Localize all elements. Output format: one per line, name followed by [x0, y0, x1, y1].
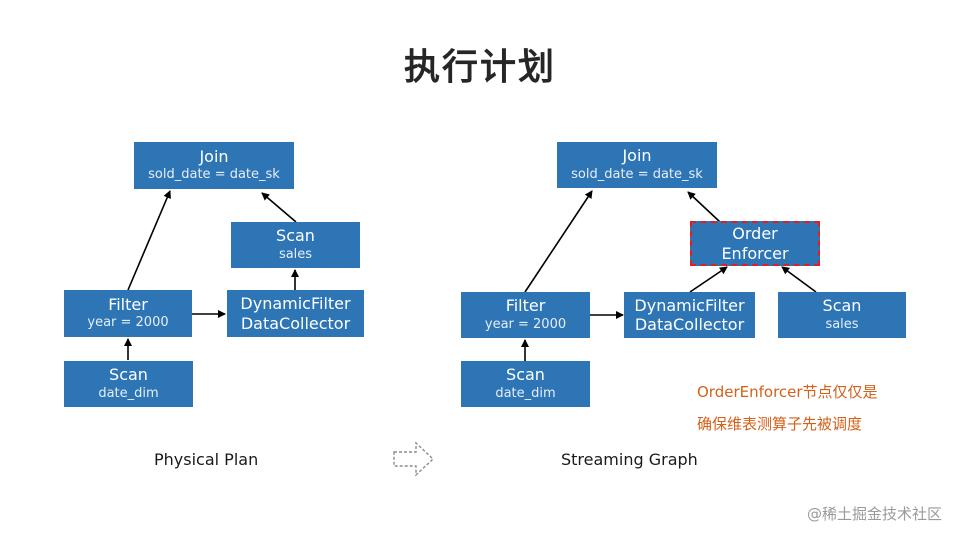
node-scan-sales: Scan sales — [231, 222, 360, 268]
edge-s-filter-to-join — [524, 190, 593, 293]
node-scan-date-dim: Scan date_dim — [64, 361, 193, 407]
node-s-scan-date-table: date_dim — [495, 385, 556, 401]
node-s-join-label: Join — [622, 146, 652, 166]
node-join-label: Join — [199, 146, 229, 166]
node-s-filter-label: Filter — [505, 296, 546, 316]
node-s-scan-sales: Scan sales — [778, 292, 906, 338]
caption-physical-plan: Physical Plan — [154, 450, 259, 469]
node-s-filter-condition: year = 2000 — [484, 316, 567, 332]
node-filter: Filter year = 2000 — [64, 290, 192, 337]
node-scan-date-table: date_dim — [98, 385, 159, 401]
node-s-scan-sales-label: Scan — [822, 296, 862, 316]
edge-s-dfc-to-order — [689, 266, 728, 293]
note-line-2: 确保维表测算子先被调度 — [697, 415, 863, 433]
node-s-join: Join sold_date = date_sk — [557, 142, 717, 188]
node-dfc-line1: DynamicFilter — [240, 294, 351, 314]
edge-scan-sales-to-join — [261, 192, 297, 223]
node-filter-condition: year = 2000 — [87, 315, 169, 331]
node-join-condition: sold_date = date_sk — [148, 167, 280, 183]
node-scan-date-label: Scan — [109, 365, 148, 385]
node-order-enforcer: Order Enforcer — [690, 221, 820, 266]
edge-s-order-to-join — [687, 191, 721, 223]
node-s-scan-date-dim: Scan date_dim — [461, 361, 590, 407]
node-s-dynamic-filter-collector: DynamicFilter DataCollector — [624, 292, 755, 338]
watermark: @稀土掘金技术社区 — [806, 505, 942, 523]
node-order-line2: Enforcer — [721, 243, 789, 263]
node-filter-label: Filter — [108, 294, 148, 314]
node-s-scan-sales-table: sales — [825, 316, 859, 332]
node-s-join-condition: sold_date = date_sk — [571, 166, 703, 182]
node-join: Join sold_date = date_sk — [134, 142, 294, 189]
edge-filter-to-join — [127, 190, 171, 291]
node-s-scan-date-label: Scan — [506, 365, 545, 385]
node-s-dfc-line2: DataCollector — [634, 315, 745, 334]
node-s-dfc-line1: DynamicFilter — [634, 295, 745, 315]
node-s-filter: Filter year = 2000 — [461, 292, 590, 338]
edge-s-scan-sales-to-order — [781, 266, 817, 293]
page-title: 执行计划 — [403, 47, 556, 88]
node-scan-sales-table: sales — [278, 246, 313, 262]
node-dynamic-filter-collector: DynamicFilter DataCollector — [227, 290, 364, 337]
node-scan-sales-label: Scan — [276, 226, 315, 246]
hollow-arrow-icon — [393, 441, 435, 477]
node-dfc-line2: DataCollector — [240, 313, 351, 333]
node-order-line1: Order — [732, 224, 778, 244]
caption-streaming-graph: Streaming Graph — [561, 450, 698, 469]
note-line-1: OrderEnforcer节点仅仅是 — [697, 383, 878, 401]
